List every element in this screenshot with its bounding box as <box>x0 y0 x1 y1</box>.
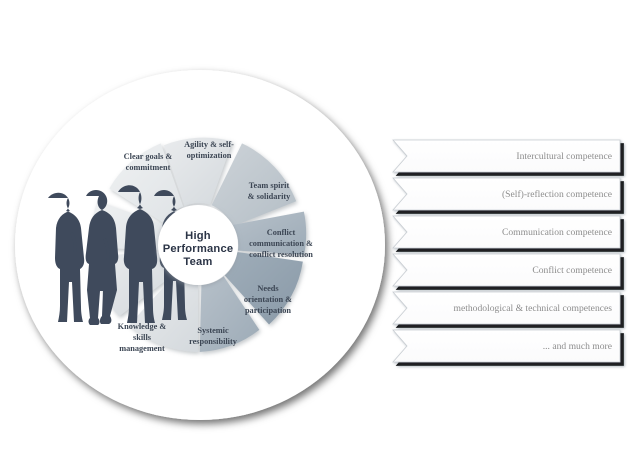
wheel-segment-needs[interactable] <box>199 276 260 352</box>
label-team-spirit-2: & solidarity <box>248 192 291 201</box>
competence-arrows: Intercultural competence (Self)-reflecti… <box>392 139 621 363</box>
label-team-spirit-1: Team spirit <box>249 181 290 190</box>
label-clear-goals-2: commitment <box>126 163 171 172</box>
label-conflict-1: Conflict <box>267 228 296 237</box>
wheel-labels: Agility & self- optimization Team spirit… <box>118 140 314 353</box>
wheel-segment-team-spirit[interactable] <box>232 211 307 255</box>
center-circle[interactable]: High Performance Team <box>158 205 238 285</box>
arrow-conflict[interactable]: Conflict competence <box>392 253 621 287</box>
silhouette-accent-arm <box>70 232 77 252</box>
arrow-intercultural[interactable]: Intercultural competence <box>392 139 621 173</box>
label-systemic-1: Systemic <box>197 326 229 335</box>
arrow-communication[interactable]: Communication competence <box>392 215 621 249</box>
wheel-segment-left-lower-hidden[interactable] <box>109 143 184 224</box>
label-systemic-2: responsibility <box>189 337 238 346</box>
label-conflict-3: conflict resolution <box>249 250 313 259</box>
label-needs-2: orientation & <box>244 295 292 304</box>
arrow-label-methodological: methodological & technical competences <box>453 303 612 314</box>
silhouette-accent-bag <box>103 238 110 260</box>
arrow-self-reflection[interactable]: (Self)-reflection competence <box>392 177 621 211</box>
arrow-label-communication: Communication competence <box>502 227 612 238</box>
label-needs-1: Needs <box>257 284 279 293</box>
wheel-segment-conflict-communication[interactable] <box>224 251 303 325</box>
center-label-line-2: Performance <box>163 243 234 255</box>
label-knowledge-3: management <box>119 344 165 353</box>
center-label-line-1: High <box>185 230 211 242</box>
arrow-methodological[interactable]: methodological & technical competences <box>392 291 621 325</box>
label-knowledge-1: Knowledge & <box>118 322 167 331</box>
silhouette-figure-2 <box>85 190 119 325</box>
label-clear-goals-1: Clear goals & <box>124 152 173 161</box>
wheel-segment-clear-goals[interactable] <box>163 137 233 207</box>
arrow-more[interactable]: ... and much more <box>392 329 621 363</box>
arrow-label-self-reflection: (Self)-reflection competence <box>502 189 612 200</box>
silhouette-figure-1 <box>48 192 85 322</box>
label-knowledge-2: skills <box>133 333 152 342</box>
label-conflict-2: communication & <box>249 239 313 248</box>
wheel-segment-agility[interactable] <box>211 143 297 227</box>
label-needs-3: participation <box>245 306 291 315</box>
arrow-label-conflict: Conflict competence <box>532 265 612 276</box>
center-label-line-3: Team <box>183 256 212 268</box>
label-agility-2: optimization <box>187 151 232 160</box>
label-agility-1: Agility & self- <box>184 140 234 149</box>
arrow-label-more: ... and much more <box>543 341 612 352</box>
silhouette-figure-3 <box>118 185 158 323</box>
arrow-label-intercultural: Intercultural competence <box>516 151 612 162</box>
